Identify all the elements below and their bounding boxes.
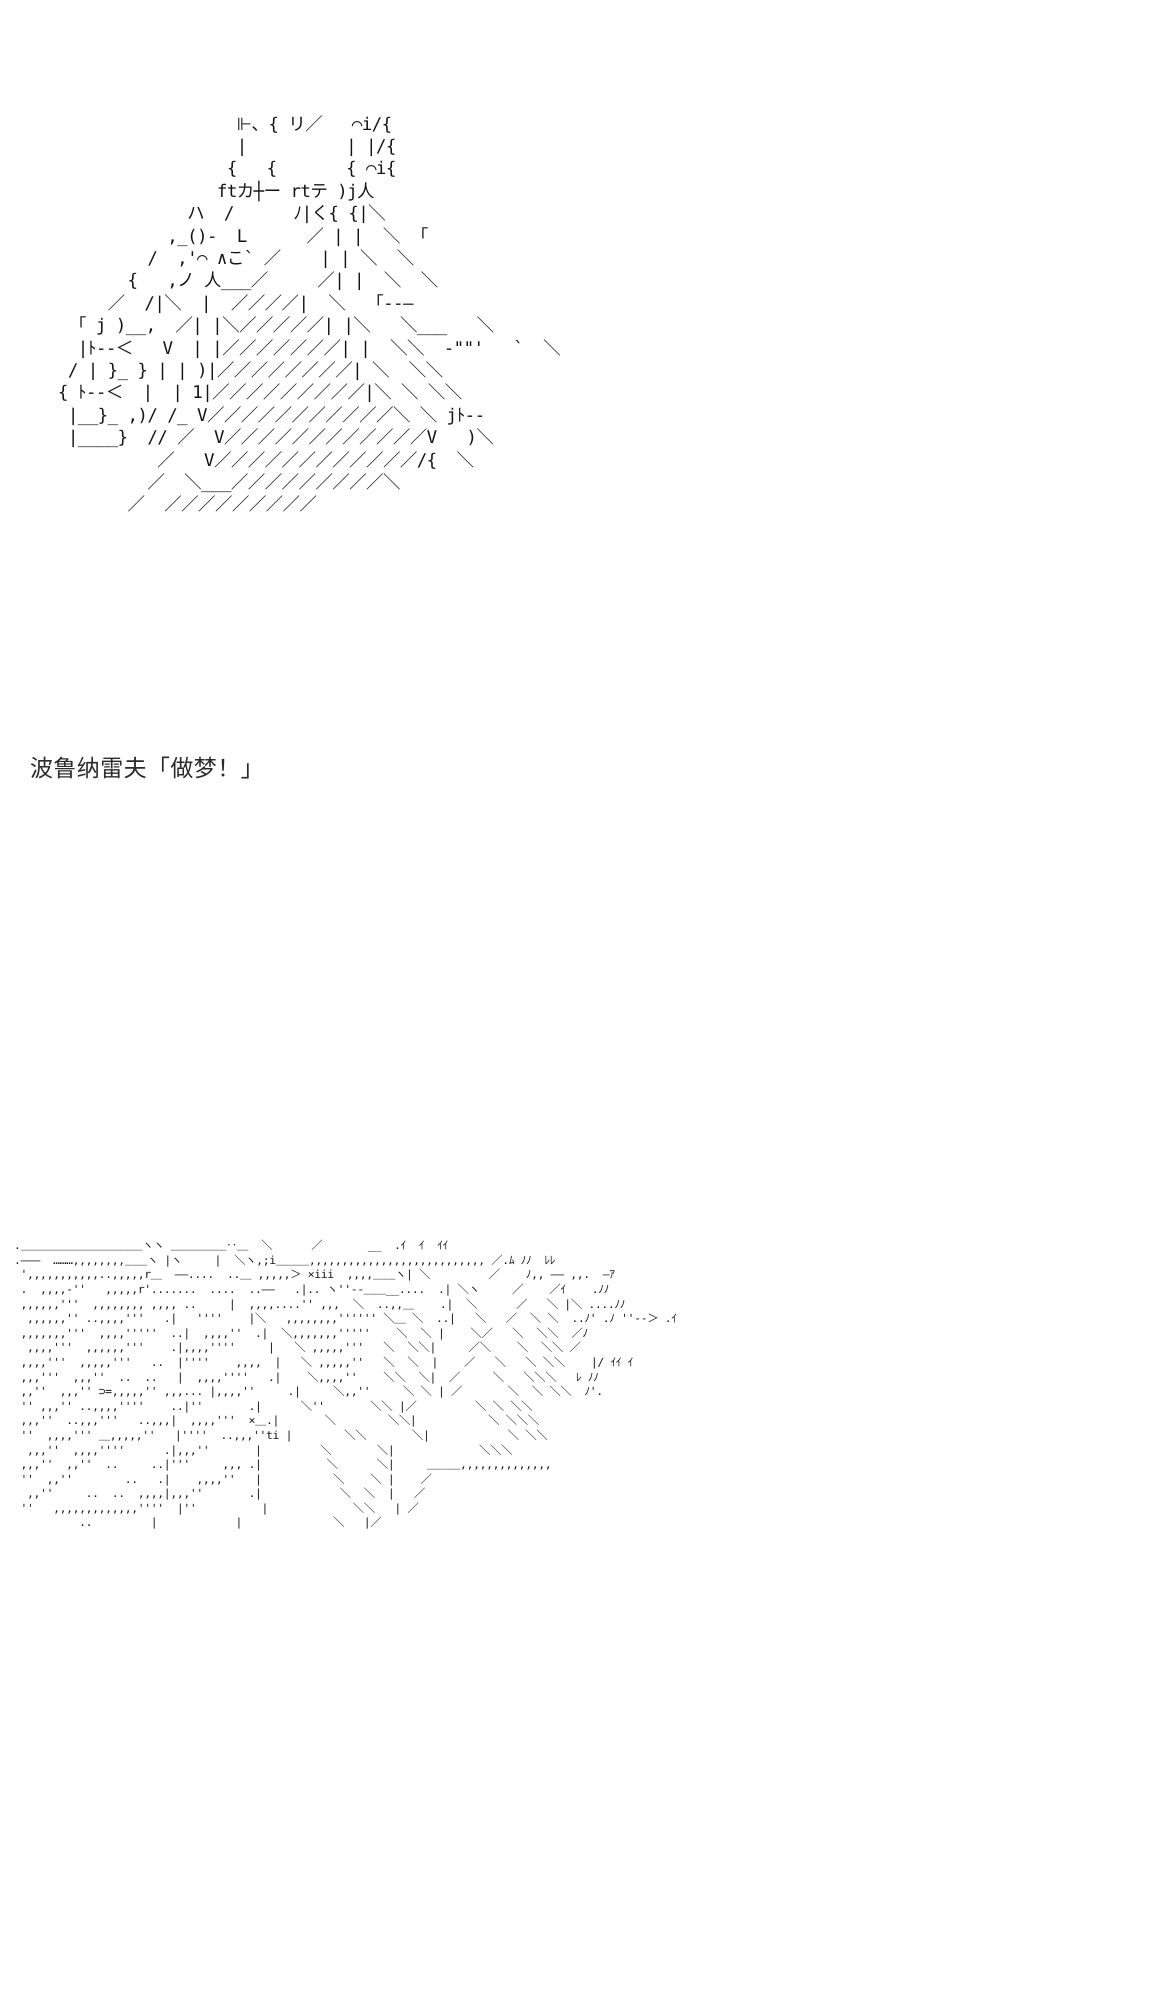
ascii-art-polnareff: ⊩、{ リ／ ⌒i/{ | | |/{ { { { ⌒i{ ftカ┼ー rtテ … xyxy=(57,114,561,516)
dialogue-caption: 波鲁纳雷夫「做梦！」 xyxy=(30,756,264,782)
ascii-art-landscape: .＿＿＿＿＿＿＿＿＿＿＿ヽヽ ＿＿＿＿＿‥＿ ＼ ／ __ .ｲ ｲ ｲｲ .―… xyxy=(14,1239,677,1530)
